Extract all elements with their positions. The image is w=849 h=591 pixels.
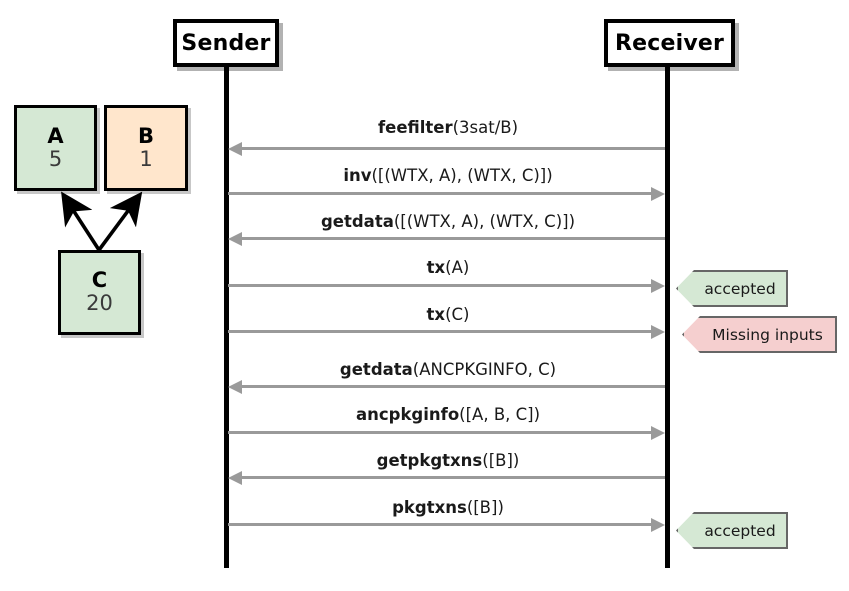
lifeline-sender xyxy=(224,67,229,568)
transaction-box-B[interactable]: B 1 xyxy=(104,105,188,191)
transaction-name-B: B xyxy=(137,123,154,148)
message-name-8: pkgtxns xyxy=(392,498,467,517)
status-badge-accepted-1[interactable]: accepted xyxy=(676,270,788,307)
message-label-4: tx(C) xyxy=(427,305,470,324)
message-args-1: ([(WTX, A), (WTX, C)]) xyxy=(371,166,553,185)
message-line-0 xyxy=(239,147,665,150)
message-arrowhead-4 xyxy=(651,324,665,339)
message-args-8: ([B]) xyxy=(466,498,504,517)
message-line-3 xyxy=(228,284,654,287)
lifeline-receiver xyxy=(665,67,670,568)
message-args-3: (A) xyxy=(445,258,470,277)
participant-sender-label: Sender xyxy=(181,30,271,56)
transaction-box-A[interactable]: A 5 xyxy=(14,105,97,191)
message-arrowhead-8 xyxy=(651,517,665,532)
message-arrowhead-0 xyxy=(228,141,242,156)
message-label-1: inv([(WTX, A), (WTX, C)]) xyxy=(343,166,552,185)
message-name-6: ancpkginfo xyxy=(355,405,460,424)
message-name-0: feefilter xyxy=(377,118,453,137)
message-line-1 xyxy=(228,192,654,195)
dependency-arrow-C-to-A xyxy=(61,191,101,251)
status-badge-accepted-2[interactable]: accepted xyxy=(676,512,788,549)
message-line-2 xyxy=(239,237,665,240)
message-arrowhead-5 xyxy=(228,379,242,394)
transaction-name-C: C xyxy=(91,268,108,293)
participant-receiver[interactable]: Receiver xyxy=(604,19,735,67)
status-badge-label: accepted xyxy=(704,279,776,298)
message-arrowhead-3 xyxy=(651,278,665,293)
message-label-6: ancpkginfo([A, B, C]) xyxy=(356,405,540,424)
message-args-4: (C) xyxy=(445,305,470,324)
message-name-5: getdata xyxy=(339,360,413,379)
message-arrowhead-2 xyxy=(228,231,242,246)
message-name-2: getdata xyxy=(320,212,394,231)
message-arrowhead-7 xyxy=(228,470,242,485)
message-label-3: tx(A) xyxy=(427,258,470,277)
transaction-name-A: A xyxy=(47,123,64,148)
message-label-7: getpkgtxns([B]) xyxy=(377,451,520,470)
message-line-7 xyxy=(239,476,665,479)
message-args-0: (3sat/B) xyxy=(452,118,519,137)
transaction-box-C[interactable]: C 20 xyxy=(58,250,141,335)
transaction-value-A: 5 xyxy=(48,146,63,171)
status-badge-label: Missing inputs xyxy=(712,325,823,344)
message-line-6 xyxy=(228,431,654,434)
participant-sender[interactable]: Sender xyxy=(173,19,279,67)
message-arrowhead-1 xyxy=(651,186,665,201)
message-args-5: (ANCPKGINFO, C) xyxy=(412,360,557,379)
message-name-3: tx xyxy=(426,258,446,277)
status-badge-rejected[interactable]: Missing inputs xyxy=(682,316,837,353)
message-arrowhead-6 xyxy=(651,425,665,440)
message-label-5: getdata(ANCPKGINFO, C) xyxy=(340,360,556,379)
message-label-8: pkgtxns([B]) xyxy=(392,498,504,517)
message-label-0: feefilter(3sat/B) xyxy=(378,118,518,137)
participant-receiver-label: Receiver xyxy=(614,30,725,56)
message-name-4: tx xyxy=(426,305,446,324)
transaction-value-C: 20 xyxy=(86,291,113,316)
message-args-6: ([A, B, C]) xyxy=(459,405,541,424)
message-name-1: inv xyxy=(343,166,372,185)
status-badge-label: accepted xyxy=(704,521,776,540)
message-args-2: ([(WTX, A), (WTX, C)]) xyxy=(393,212,576,231)
transaction-value-B: 1 xyxy=(139,146,153,171)
message-label-2: getdata([(WTX, A), (WTX, C)]) xyxy=(321,212,575,231)
message-line-5 xyxy=(239,385,665,388)
message-line-8 xyxy=(228,523,654,526)
message-line-4 xyxy=(228,330,654,333)
dependency-arrow-C-to-B xyxy=(97,191,143,252)
message-args-7: ([B]) xyxy=(482,451,520,470)
message-name-7: getpkgtxns xyxy=(376,451,483,470)
